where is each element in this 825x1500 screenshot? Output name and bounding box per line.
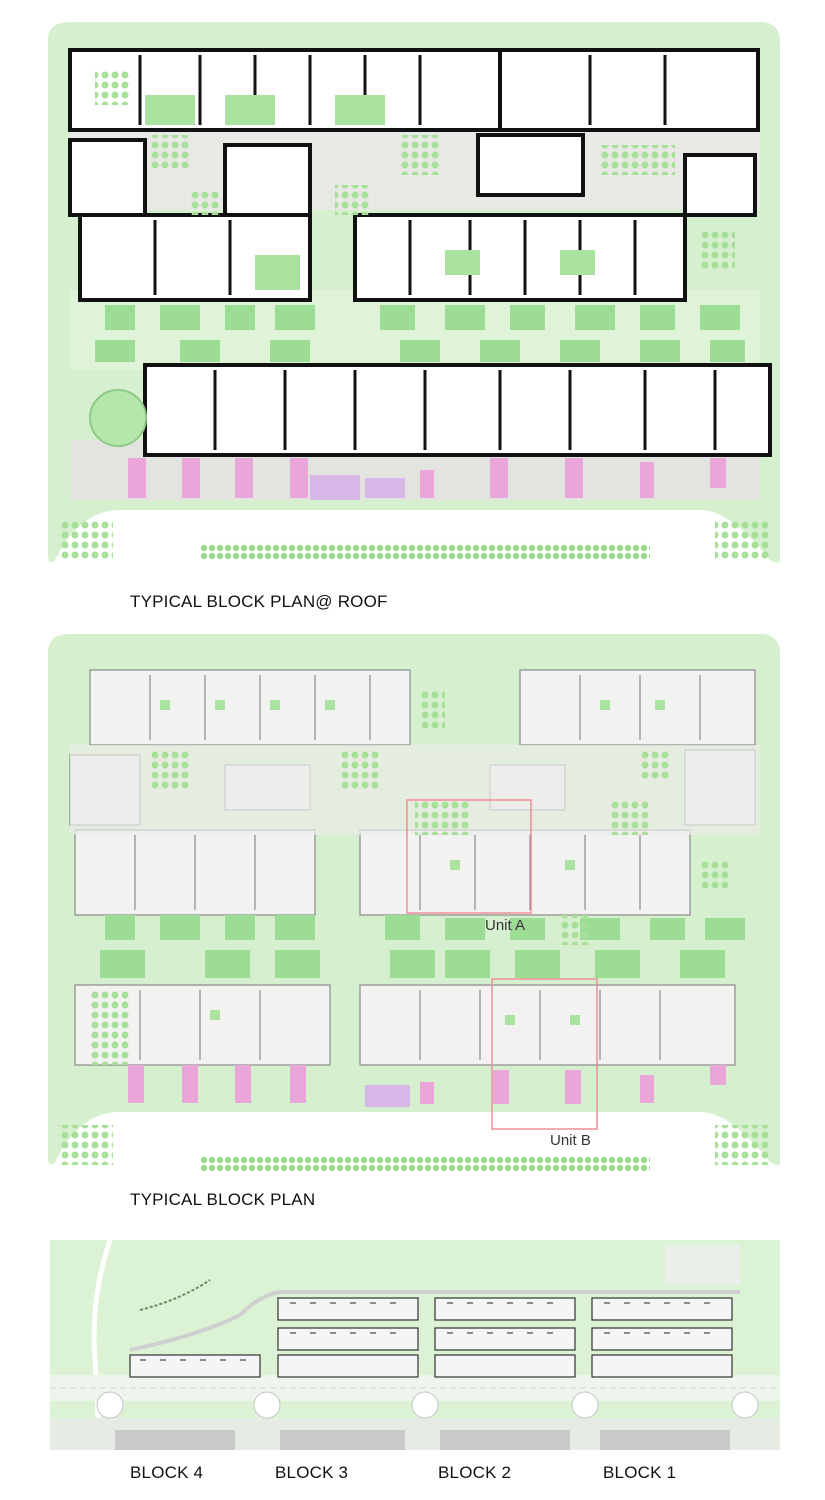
roof-lawn-strips [95,305,745,362]
block-1-label: BLOCK 1 [603,1463,677,1482]
roof-plan-drawing [48,22,780,563]
roof-plan-panel: TYPICAL BLOCK PLAN@ ROOF [0,0,825,620]
block-4-label: BLOCK 4 [130,1463,204,1482]
block-2-label: BLOCK 2 [438,1463,512,1482]
site-plan-drawing [50,1240,780,1451]
unit-b-label: Unit B [550,1132,591,1149]
block-plan-caption: TYPICAL BLOCK PLAN [130,1190,316,1209]
block-plan-panel: Unit A Unit B TYPICAL BLOCK PLAN [0,620,825,1220]
block-plan-drawing [48,634,780,1171]
block-labels: BLOCK 4 BLOCK 3 BLOCK 2 BLOCK 1 [0,1463,825,1487]
block-3-label: BLOCK 3 [275,1463,349,1482]
unit-a-label: Unit A [485,917,526,934]
unit-a-outline [406,799,532,914]
roof-plan-caption: TYPICAL BLOCK PLAN@ ROOF [130,592,388,611]
roof-round-garden [89,389,147,447]
unit-b-outline [491,978,598,1130]
roof-street-hedge [200,543,650,559]
roof-pink-planters [128,458,726,500]
site-plan-panel: BLOCK 4 BLOCK 3 BLOCK 2 BLOCK 1 [0,1240,825,1500]
block-lawn-strips [100,915,745,978]
